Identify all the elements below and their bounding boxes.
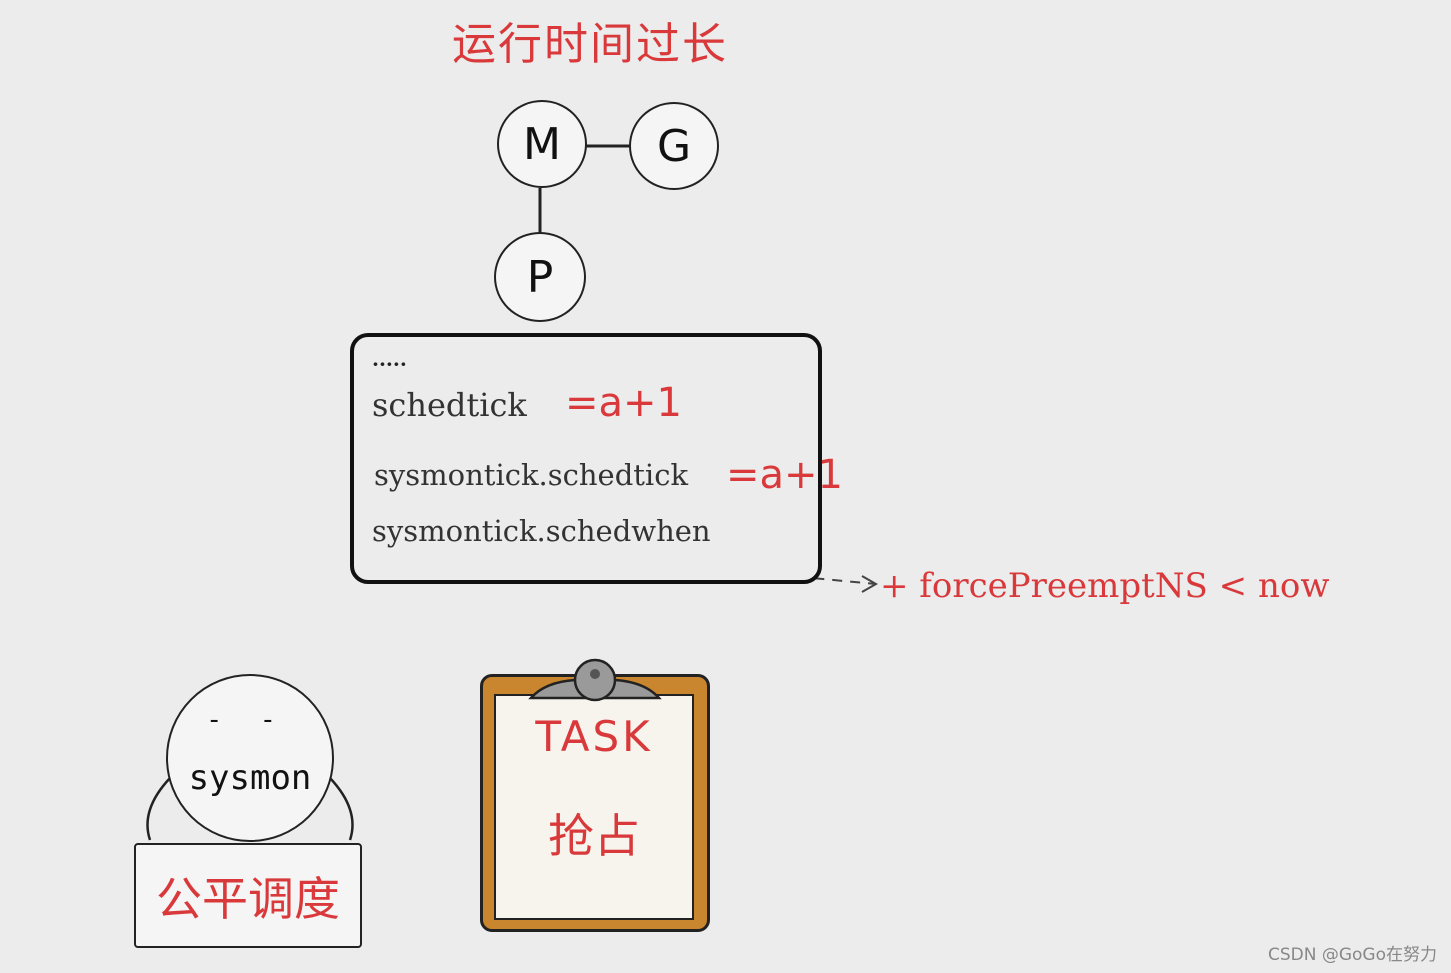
ellipsis: ····· bbox=[372, 352, 407, 376]
sysmontick-schedtick-value: =a+1 bbox=[726, 452, 843, 498]
task-preempt-label: 抢占 bbox=[494, 800, 694, 866]
sysmon-label: sysmon bbox=[166, 758, 334, 798]
clipboard-clip-icon bbox=[525, 656, 665, 706]
task-title: TASK bbox=[494, 712, 694, 761]
p-node: P bbox=[494, 232, 586, 322]
m-node: M bbox=[497, 100, 587, 188]
g-node: G bbox=[629, 102, 719, 190]
fair-scheduling-sign: 公平调度 bbox=[134, 843, 362, 948]
sysmontick-schedwhen-field: sysmontick.schedwhen bbox=[372, 514, 711, 548]
sysmon-eyes: - - bbox=[166, 705, 334, 735]
schedtick-field: schedtick bbox=[372, 386, 527, 424]
preempt-condition: + forcePreemptNS < now bbox=[880, 566, 1329, 606]
schedtick-value: =a+1 bbox=[565, 380, 682, 426]
sysmontick-schedtick-field: sysmontick.schedtick bbox=[374, 458, 688, 492]
watermark: CSDN @GoGo在努力 bbox=[1268, 940, 1437, 965]
